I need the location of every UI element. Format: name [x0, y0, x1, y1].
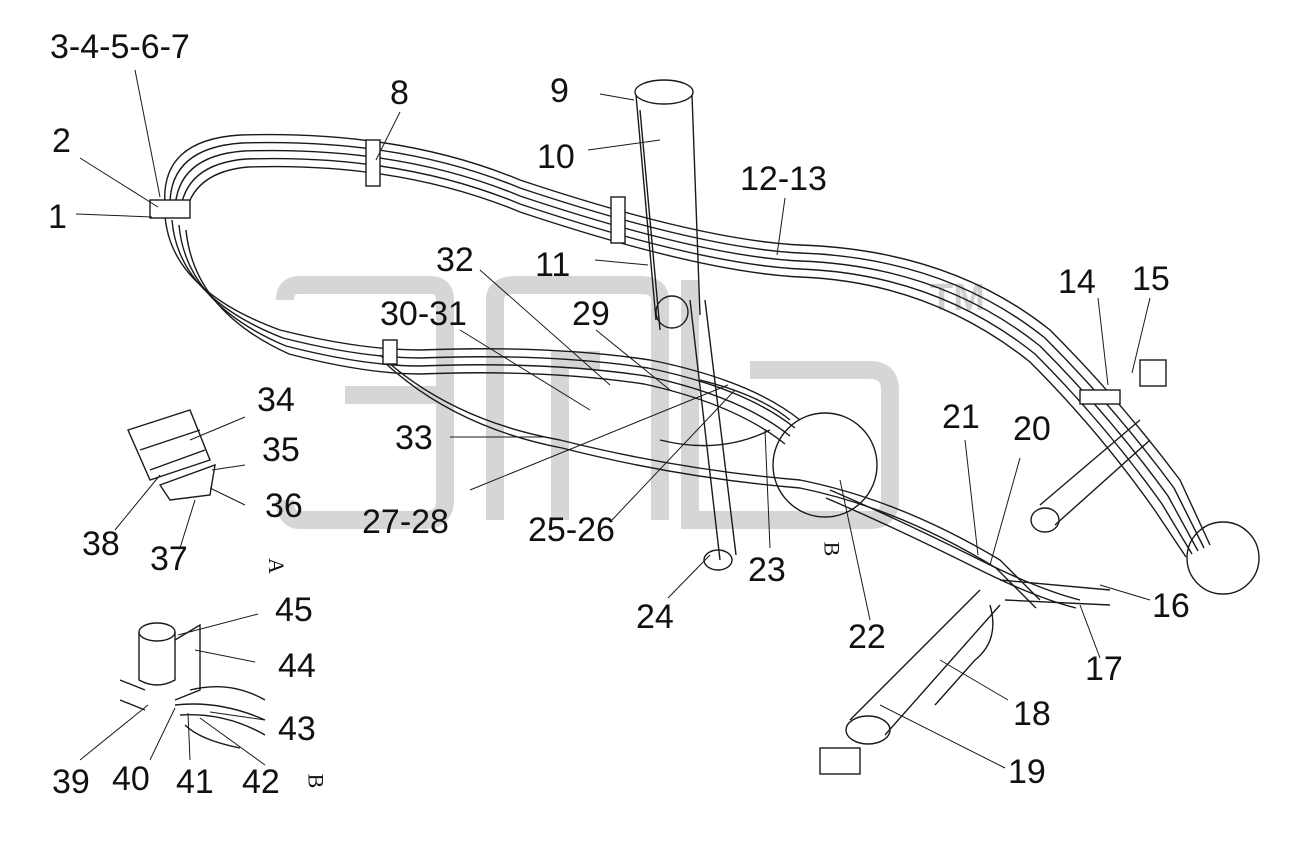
- callout-29: 29: [572, 295, 610, 333]
- callout-18: 18: [1013, 695, 1051, 733]
- callout-20: 20: [1013, 410, 1051, 448]
- callout-10: 10: [537, 138, 575, 176]
- callout-45: 45: [275, 591, 313, 629]
- callout-39: 39: [52, 763, 90, 801]
- callout-23: 23: [748, 551, 786, 589]
- callout-27-28: 27-28: [362, 503, 449, 541]
- clamps: [149, 139, 1167, 405]
- callout-37: 37: [150, 540, 188, 578]
- detail-b-drawing: [119, 622, 266, 749]
- detail-circle-b: [772, 412, 878, 518]
- callout-44: 44: [278, 647, 316, 685]
- callout-42: 42: [242, 763, 280, 801]
- callout-38: 38: [82, 525, 120, 563]
- callout-12-13: 12-13: [740, 160, 827, 198]
- callout-9: 9: [550, 72, 569, 110]
- callout-34: 34: [257, 381, 295, 419]
- callout-1: 1: [48, 198, 67, 236]
- callout-17: 17: [1085, 650, 1123, 688]
- left-hose-loop: [164, 214, 801, 445]
- callout-22: 22: [848, 618, 886, 656]
- callout-30-31: 30-31: [380, 295, 467, 333]
- callout-3-7: 3-4-5-6-7: [50, 28, 190, 66]
- callout-41: 41: [176, 763, 214, 801]
- view-label-b-detail: B: [303, 773, 329, 789]
- callout-15: 15: [1132, 260, 1170, 298]
- callout-40: 40: [112, 760, 150, 798]
- right-cylinder: [999, 359, 1161, 606]
- vertical-cylinder: [634, 79, 737, 571]
- callout-32: 32: [436, 241, 474, 279]
- lower-hose-run: [379, 354, 1081, 609]
- callout-2: 2: [52, 122, 71, 160]
- upper-hose-bundle: [164, 133, 1211, 558]
- callout-36: 36: [265, 487, 303, 525]
- callout-11: 11: [535, 246, 571, 284]
- callout-19: 19: [1008, 753, 1046, 791]
- view-label-b-main: B: [819, 541, 845, 557]
- callout-33: 33: [395, 419, 433, 457]
- view-label-a: A: [263, 558, 289, 574]
- detail-circle-end: [1186, 521, 1260, 595]
- callout-24: 24: [636, 598, 674, 636]
- detail-a-drawing: [127, 409, 216, 501]
- callout-25-26: 25-26: [528, 511, 615, 549]
- leader-lines: [75, 69, 1151, 769]
- callout-16: 16: [1152, 587, 1190, 625]
- callout-21: 21: [942, 398, 980, 436]
- callout-14: 14: [1058, 263, 1096, 301]
- callout-8: 8: [390, 74, 409, 112]
- callout-43: 43: [278, 710, 316, 748]
- bottom-cylinder: [819, 589, 1001, 775]
- callout-35: 35: [262, 431, 300, 469]
